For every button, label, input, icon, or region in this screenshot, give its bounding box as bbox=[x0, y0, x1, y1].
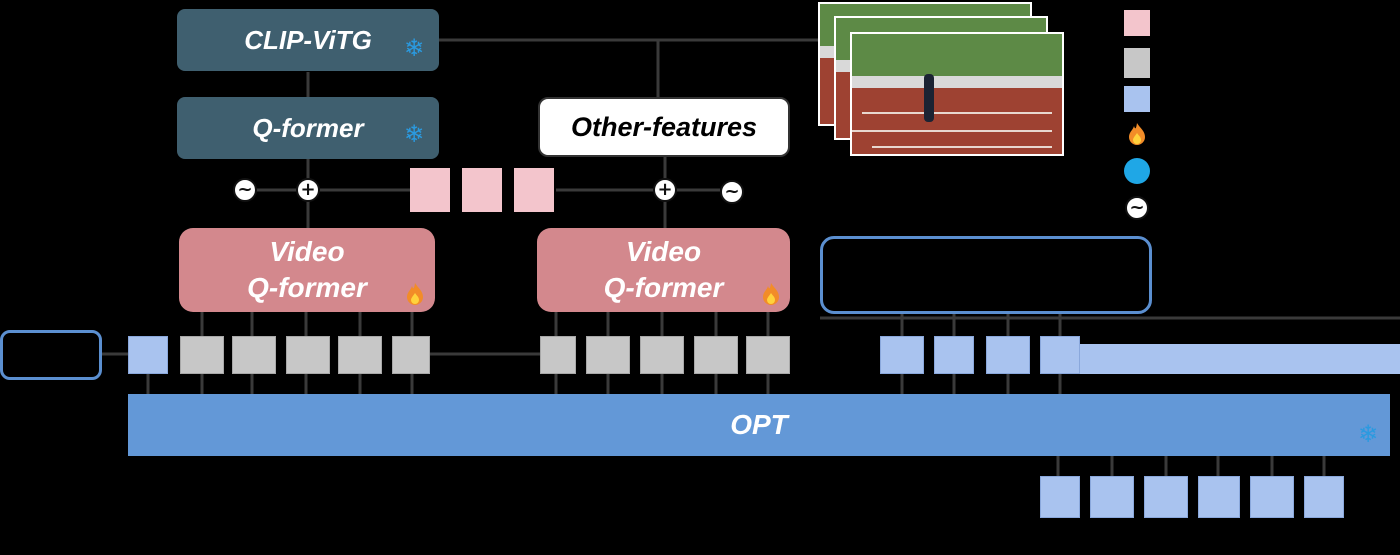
video-q-former-right: Video Q-former bbox=[537, 228, 790, 312]
text-token bbox=[880, 336, 924, 374]
output-token bbox=[1250, 476, 1294, 518]
feature-token bbox=[540, 336, 576, 374]
feature-token bbox=[746, 336, 790, 374]
feature-token bbox=[338, 336, 382, 374]
text-token bbox=[1040, 336, 1080, 374]
legend-query-token-swatch bbox=[1124, 10, 1150, 36]
feature-token bbox=[586, 336, 630, 374]
task-prompt-box bbox=[0, 330, 102, 380]
clip-vitg-label: CLIP-ViTG bbox=[244, 24, 372, 55]
flame-icon bbox=[763, 283, 779, 305]
output-token bbox=[1040, 476, 1080, 518]
other-features-block: Other-features bbox=[538, 97, 790, 157]
prompt-token bbox=[128, 336, 168, 374]
query-token bbox=[410, 168, 450, 212]
q-former-label: Q-former bbox=[252, 112, 364, 143]
feature-token bbox=[232, 336, 276, 374]
feature-token bbox=[180, 336, 224, 374]
text-token bbox=[934, 336, 974, 374]
plus-icon: + bbox=[296, 178, 320, 202]
plus-icon: + bbox=[653, 178, 677, 202]
legend-text-token-swatch bbox=[1124, 86, 1150, 112]
video-q-former-right-label: Video Q-former bbox=[603, 236, 724, 303]
flame-icon bbox=[1129, 123, 1145, 145]
opt-label: OPT bbox=[730, 409, 788, 440]
snowflake-icon: ❄ bbox=[1358, 420, 1379, 448]
tilde-icon: ~ bbox=[233, 178, 257, 202]
output-token bbox=[1090, 476, 1134, 518]
query-token bbox=[514, 168, 554, 212]
feature-token bbox=[694, 336, 738, 374]
video-frame-front bbox=[850, 32, 1064, 156]
q-former-block: Q-former bbox=[177, 97, 439, 159]
snowflake-icon: ❄ bbox=[404, 34, 425, 62]
output-token bbox=[1144, 476, 1188, 518]
legend-feature-token-swatch bbox=[1124, 48, 1150, 78]
feature-token bbox=[640, 336, 684, 374]
other-features-label: Other-features bbox=[570, 111, 758, 142]
snowflake-icon bbox=[1124, 158, 1150, 184]
video-q-former-left: Video Q-former bbox=[179, 228, 435, 312]
tilde-icon: ~ bbox=[1125, 196, 1149, 220]
opt-block: OPT bbox=[128, 394, 1390, 456]
clip-vitg-block: CLIP-ViTG bbox=[177, 9, 439, 71]
feature-token bbox=[286, 336, 330, 374]
tilde-icon: ~ bbox=[720, 180, 744, 204]
text-token bbox=[986, 336, 1030, 374]
feature-token bbox=[392, 336, 430, 374]
snowflake-icon: ❄ bbox=[404, 120, 425, 148]
text-prompt-box bbox=[820, 236, 1152, 314]
output-token bbox=[1198, 476, 1240, 518]
video-q-former-left-label: Video Q-former bbox=[247, 236, 367, 303]
query-token bbox=[462, 168, 502, 212]
flame-icon bbox=[407, 283, 423, 305]
output-token bbox=[1304, 476, 1344, 518]
